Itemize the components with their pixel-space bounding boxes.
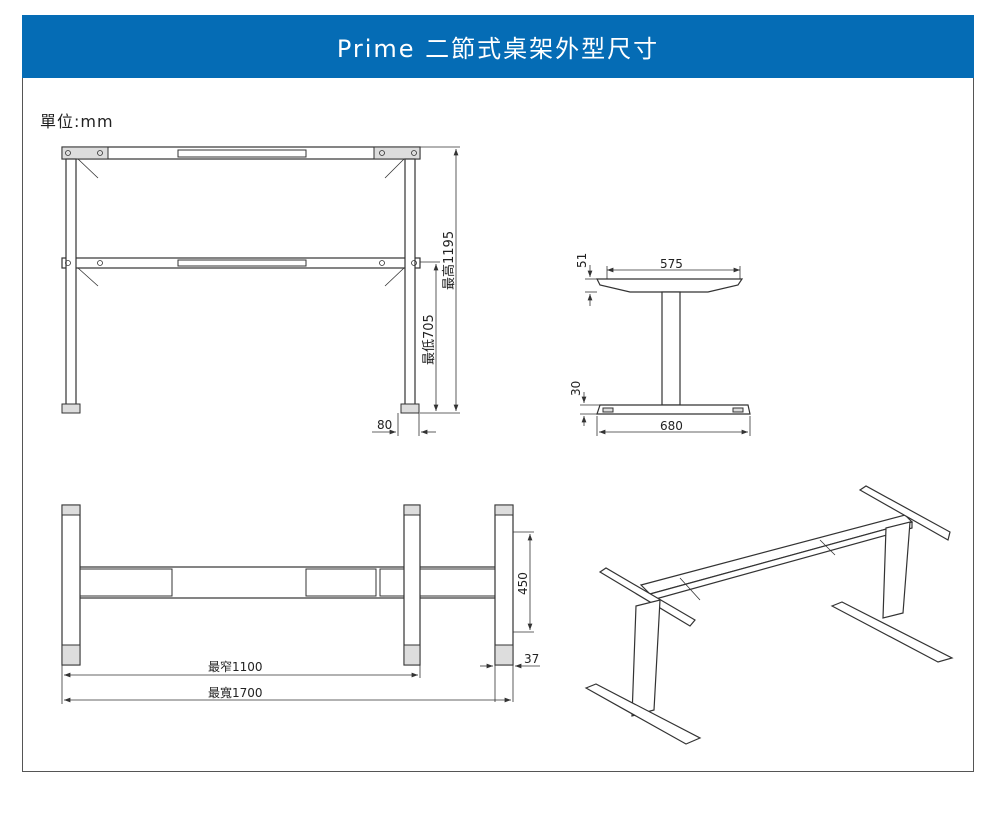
top-thickness-label: 51 <box>575 253 589 268</box>
narrowest-label: 最窄1100 <box>208 659 263 674</box>
top-view: 450 37 最窄1100 最寬1700 <box>61 504 540 704</box>
widest-label: 最寬1700 <box>208 685 263 700</box>
foot-height-label: 30 <box>569 381 583 396</box>
foot-length-label: 680 <box>660 419 683 433</box>
depth-label: 450 <box>516 572 530 595</box>
max-height-label: 最高1195 <box>441 231 457 290</box>
front-view: 最高1195 最低705 80 <box>61 146 460 436</box>
side-view: 575 51 30 680 <box>569 253 751 436</box>
unit-label: 單位:mm <box>40 112 114 131</box>
top-width-label: 575 <box>660 257 683 271</box>
isometric-view <box>584 485 954 745</box>
foot-width-label: 37 <box>524 652 539 666</box>
foot-offset-label: 80 <box>377 418 392 432</box>
min-height-label: 最低705 <box>422 314 437 365</box>
page-title: Prime 二節式桌架外型尺寸 <box>22 15 974 78</box>
